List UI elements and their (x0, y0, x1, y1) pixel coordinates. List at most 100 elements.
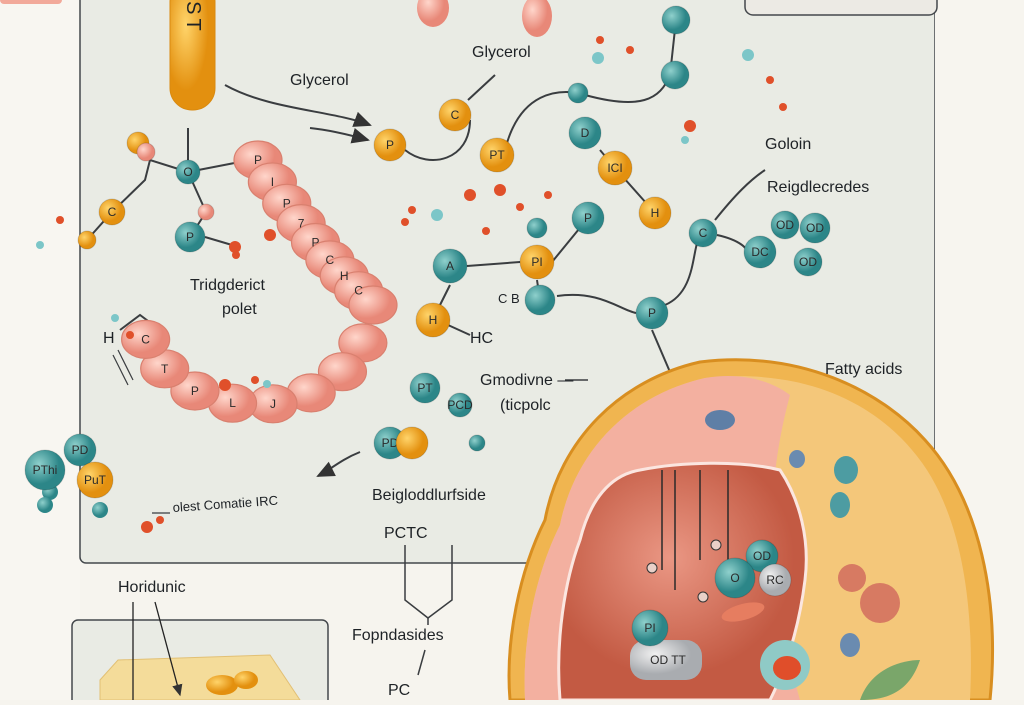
atom-sphere (373, 128, 407, 162)
atom-label: PD (382, 436, 399, 450)
atom (77, 230, 97, 250)
label-ticpolc: (ticpolc (500, 397, 551, 414)
atom-sphere (92, 502, 108, 518)
atom-sphere (197, 203, 215, 221)
atom: OD (799, 212, 831, 244)
atom (524, 284, 556, 316)
fat-droplet (206, 675, 238, 695)
atom-label: OD (753, 549, 771, 563)
atom-label: P (584, 211, 592, 225)
fat-droplet (234, 671, 258, 689)
atom-label: PI (644, 621, 655, 635)
atom-label: A (446, 259, 454, 273)
atom-label: OD (806, 221, 824, 235)
atom-sphere (631, 609, 669, 647)
atom-label: H (429, 313, 438, 327)
bead-label: C (354, 284, 363, 298)
cell-cavity (557, 461, 808, 702)
atom-sphere (447, 392, 473, 418)
particle (219, 379, 231, 391)
particle (684, 120, 696, 132)
atom: PThi (24, 449, 66, 491)
organelle (705, 410, 735, 430)
atom: D (568, 116, 602, 150)
small-particles (36, 36, 787, 533)
atom: RC (758, 563, 792, 597)
organelle (789, 450, 805, 468)
particle (431, 209, 443, 221)
atom (197, 203, 215, 221)
label-fopndasides: Fopndasides (352, 627, 444, 644)
particle (408, 206, 416, 214)
atom: PuT (76, 461, 114, 499)
label-gmodivne: Gmodivne — (480, 372, 573, 389)
particle (251, 376, 259, 384)
label-horidunic: Horidunic (118, 579, 186, 596)
chain-bead-shapes (121, 140, 398, 424)
atom-sphere (597, 150, 633, 186)
atom: PI (519, 244, 555, 280)
bead-label: C (326, 253, 335, 267)
atom-label: D (581, 126, 590, 140)
label-pc: PC (388, 682, 410, 699)
particle (626, 46, 634, 54)
particle (126, 331, 134, 339)
atom (468, 434, 486, 452)
label-hc: HC (470, 330, 493, 347)
label-goloin: Goloin (765, 136, 811, 153)
gray-vesicle (630, 640, 702, 680)
bead-label: P (311, 236, 319, 250)
atom-sphere (468, 434, 486, 452)
chain-bead (121, 319, 171, 359)
organelle (840, 633, 860, 657)
atom-sphere (24, 449, 66, 491)
particle (681, 136, 689, 144)
atom-label: P (386, 138, 394, 152)
atom-sphere (136, 142, 156, 162)
particle (482, 227, 490, 235)
atom-sphere (758, 563, 792, 597)
bead-label: T (161, 362, 169, 376)
atom-sphere (415, 302, 451, 338)
background-strip (0, 0, 80, 700)
atom-label: O (183, 165, 192, 179)
atom-label: C (451, 108, 460, 122)
atom-label: DC (751, 245, 769, 259)
atom-sphere (519, 244, 555, 280)
bead-label: 7 (298, 217, 305, 231)
label-fatty-acids: Fatty acids (825, 361, 902, 378)
atom-sphere (638, 196, 672, 230)
atom: ICI (597, 150, 633, 186)
atom (395, 426, 429, 460)
atom-sphere (714, 557, 756, 599)
atom-sphere (743, 235, 777, 269)
particle (544, 191, 552, 199)
pink-blob (522, 0, 552, 37)
label-h: H (103, 330, 115, 347)
atom-label: P (648, 306, 656, 320)
organelle (721, 602, 765, 622)
atom-label: PThi (33, 463, 58, 477)
atom-label: ICI (607, 161, 622, 175)
atom-sphere (174, 221, 206, 253)
particle (494, 184, 506, 196)
label-reigdlecredes: Reigdlecredes (767, 179, 869, 196)
bead-label: P (191, 384, 199, 398)
particle (264, 229, 276, 241)
atom: PI (631, 609, 669, 647)
fatty-acid-strands (661, 470, 729, 590)
bead-label: L (229, 396, 236, 410)
pink-blob (417, 0, 449, 27)
atom-sphere (635, 296, 669, 330)
atom: P (174, 221, 206, 253)
atom: A (432, 248, 468, 284)
atom: PD (63, 433, 97, 467)
adst-capsule (169, 0, 216, 111)
atom: H (638, 196, 672, 230)
atom-sphere (479, 137, 515, 173)
atom-label: O (730, 571, 739, 585)
label-olest: olest Comatie IRC (172, 493, 278, 515)
atom: O (714, 557, 756, 599)
organelle (860, 583, 900, 623)
bead-label: P (283, 196, 291, 210)
